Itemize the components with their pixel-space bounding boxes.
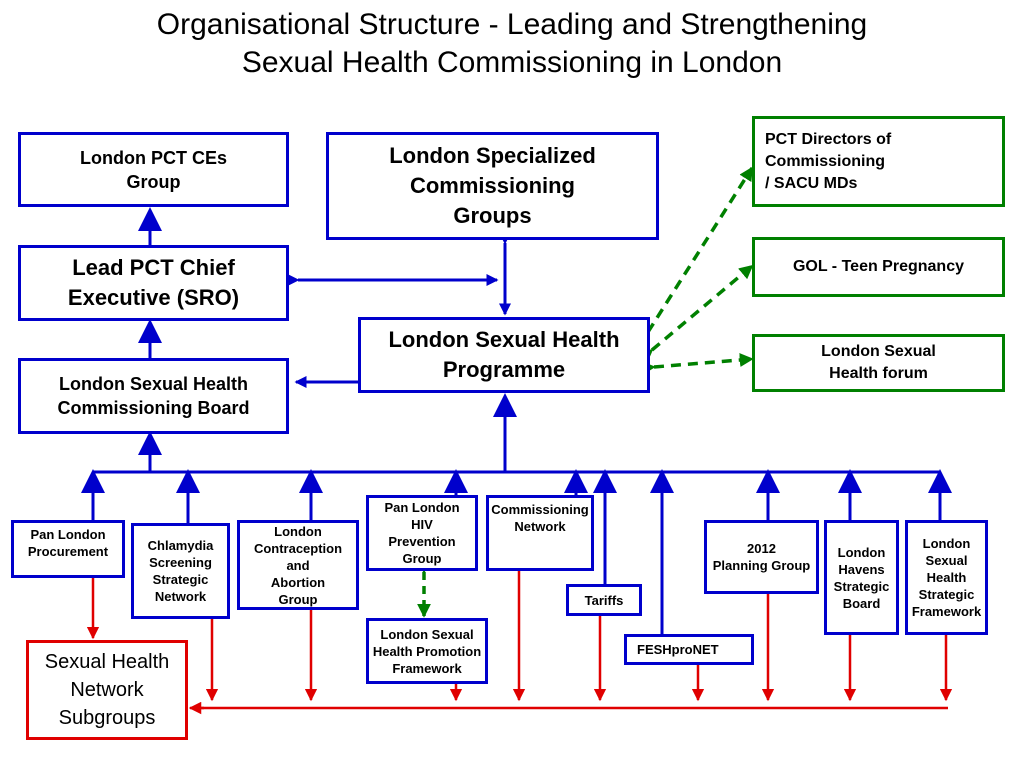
blue-connectors bbox=[81, 207, 952, 634]
slide-title: Organisational Structure - Leading and S… bbox=[0, 6, 1024, 82]
box-lead-pct-chief-executive: Lead PCT Chief Executive (SRO) bbox=[18, 245, 289, 321]
title-line-2: Sexual Health Commissioning in London bbox=[241, 46, 783, 79]
box-chlamydia-screening: Chlamydia Screening Strategic Network bbox=[131, 523, 230, 619]
title-line-1: Organisational Structure - Leading and S… bbox=[156, 8, 868, 41]
box-pct-directors: PCT Directors of Commissioning / SACU MD… bbox=[752, 116, 1005, 207]
box-2012-planning-group: 2012 Planning Group bbox=[704, 520, 819, 594]
box-commissioning-network: Commissioning Network bbox=[486, 495, 594, 571]
box-sexual-health-forum: London Sexual Health forum bbox=[752, 334, 1005, 392]
box-hiv-prevention: Pan London HIV Prevention Group bbox=[366, 495, 478, 571]
box-tariffs: Tariffs bbox=[566, 584, 642, 616]
box-commissioning-board: London Sexual Health Commissioning Board bbox=[18, 358, 289, 434]
box-sexual-health-programme: London Sexual Health Programme bbox=[358, 317, 650, 393]
red-connectors bbox=[86, 571, 953, 715]
box-gol-teen-pregnancy: GOL - Teen Pregnancy bbox=[752, 237, 1005, 297]
green-connectors bbox=[417, 166, 754, 618]
box-contraception-abortion: London Contraception and Abortion Group bbox=[237, 520, 359, 610]
box-pan-london-procurement: Pan London Procurement bbox=[11, 520, 125, 578]
box-network-subgroups: Sexual Health Network Subgroups bbox=[26, 640, 188, 740]
box-specialized-commissioning: London Specialized Commissioning Groups bbox=[326, 132, 659, 240]
box-pct-ces-group: London PCT CEs Group bbox=[18, 132, 289, 207]
arrow-programme-directors bbox=[635, 166, 754, 347]
box-havens-strategic-board: London Havens Strategic Board bbox=[824, 520, 899, 635]
box-health-promotion-framework: London Sexual Health Promotion Framework bbox=[366, 618, 488, 684]
box-feshpronet: FESHproNET bbox=[624, 634, 754, 665]
arrow-programme-forum bbox=[641, 353, 754, 375]
arrow-programme-gol bbox=[638, 264, 754, 364]
box-strategic-framework: London Sexual Health Strategic Framework bbox=[905, 520, 988, 635]
